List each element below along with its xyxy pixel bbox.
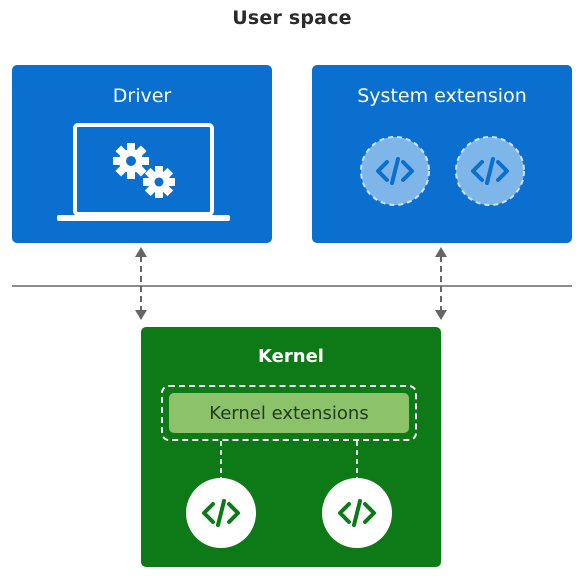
system-extension-box: System extension (312, 65, 572, 243)
kernel-extensions-label: Kernel extensions (169, 393, 409, 433)
user-kernel-divider (12, 285, 572, 287)
driver-kernel-connector (135, 247, 147, 320)
kernel-box: Kernel Kernel extensions (141, 327, 441, 567)
kernel-extensions-container: Kernel extensions (161, 385, 417, 441)
system-extension-label: System extension (357, 85, 527, 107)
driver-label: Driver (112, 85, 172, 107)
system-extension-kernel-connector (435, 247, 447, 320)
arrow-up-icon (135, 247, 147, 257)
kernel-label: Kernel (258, 346, 324, 367)
arrow-down-icon (135, 310, 147, 320)
code-icon (455, 136, 525, 206)
diagram-title: User space (232, 7, 352, 29)
laptop-with-gears-icon (57, 123, 230, 221)
arrow-down-icon (435, 310, 447, 320)
code-icon (186, 478, 256, 548)
code-icon (360, 136, 430, 206)
code-icon (322, 478, 392, 548)
system-extension-code-icons (360, 136, 525, 206)
driver-box: Driver (12, 65, 272, 243)
arrow-up-icon (435, 247, 447, 257)
kernel-extension-code-icons (186, 441, 392, 548)
